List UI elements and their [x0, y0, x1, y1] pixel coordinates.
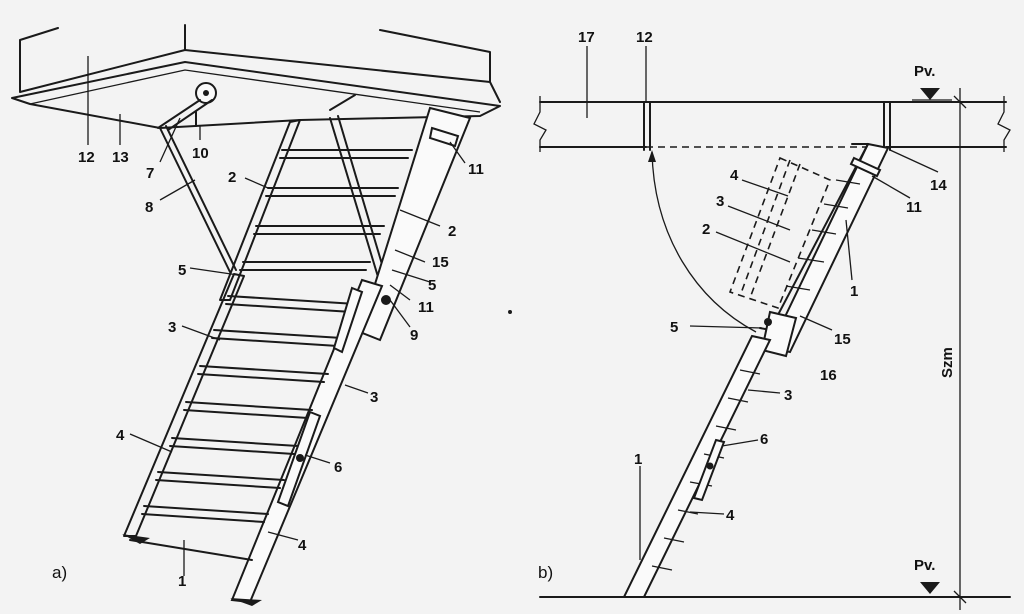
label-15: 15 — [432, 254, 449, 271]
label-9: 9 — [410, 327, 418, 344]
slab-break-left — [533, 96, 547, 152]
connector-plate-6 — [692, 438, 726, 502]
label-4-right: 4 — [298, 537, 307, 554]
support-rod-left — [159, 125, 237, 273]
slab-break-right — [997, 96, 1011, 152]
hinge-arm — [157, 99, 213, 131]
label-b-3-lower: 3 — [784, 387, 792, 404]
panel-b-caption: b) — [538, 563, 553, 582]
swing-arc — [651, 151, 757, 333]
joist-right — [883, 101, 891, 151]
panel-b-labels: 17 12 Pv. 4 3 2 14 11 1 5 15 16 3 6 4 1 … — [538, 29, 956, 582]
label-b-1-lower: 1 — [634, 451, 642, 468]
joist-left — [643, 101, 651, 151]
label-4-left: 4 — [116, 427, 125, 444]
label-b-15: 15 — [834, 331, 851, 348]
panel-b-leaders — [586, 46, 939, 560]
label-b-4: 4 — [730, 167, 739, 184]
label-8: 8 — [145, 199, 153, 216]
label-b-11: 11 — [906, 199, 922, 216]
dimension-line-szm — [953, 88, 967, 610]
label-11-mid: 11 — [418, 299, 434, 316]
ceiling-slab — [19, 24, 501, 103]
panel-b-drawing — [533, 46, 1011, 610]
upper-section-left-stringer — [219, 119, 301, 301]
label-b-6: 6 — [760, 431, 768, 448]
label-b-1-upper: 1 — [850, 283, 858, 300]
label-6: 6 — [334, 459, 342, 476]
label-b-2: 2 — [702, 221, 710, 238]
panel-a-leaders — [87, 56, 466, 576]
label-b-4-lower: 4 — [726, 507, 735, 524]
connector-pivot — [706, 462, 714, 470]
label-b-szm: Szm — [939, 347, 956, 378]
lower-steps — [129, 295, 357, 561]
label-b-14: 14 — [930, 177, 947, 194]
panel-a-caption: a) — [52, 563, 67, 582]
label-3-right: 3 — [370, 389, 378, 406]
label-5-right: 5 — [428, 277, 436, 294]
label-5-left: 5 — [178, 262, 186, 279]
frame-inner-edge — [29, 69, 481, 113]
upper-stringer-inner — [759, 143, 869, 331]
level-marker-bottom — [920, 582, 940, 594]
label-2-right: 2 — [448, 223, 456, 240]
label-b-3: 3 — [716, 193, 724, 210]
ceiling-opening-frame — [11, 61, 501, 129]
arc-arrowhead — [648, 150, 656, 162]
foot-right — [230, 598, 262, 606]
label-3-left: 3 — [168, 319, 176, 336]
upper-stringer — [768, 142, 890, 354]
label-10: 10 — [192, 145, 209, 162]
panel-a-labels: 12 13 7 10 8 2 2 11 15 5 5 11 9 3 3 4 4 … — [52, 145, 484, 590]
label-b-pv-top: Pv. — [914, 63, 935, 80]
label-2-left: 2 — [228, 169, 236, 186]
hinge-plate-5 — [332, 286, 364, 354]
level-marker-top — [920, 88, 940, 100]
pivot-9 — [381, 295, 391, 305]
upper-steps — [239, 149, 413, 271]
pivot-6 — [296, 454, 304, 462]
label-b-5: 5 — [670, 319, 678, 336]
label-b-12: 12 — [636, 29, 653, 46]
hinge-pivot-5 — [764, 318, 772, 326]
label-7: 7 — [146, 165, 154, 182]
upper-section-right-stringer — [358, 106, 472, 342]
label-b-16: 16 — [820, 367, 837, 384]
label-b-pv-bottom: Pv. — [914, 557, 935, 574]
label-12: 12 — [78, 149, 95, 166]
foot-left — [122, 534, 150, 544]
latch-plate-11 — [428, 126, 460, 148]
rod-top-bracket — [329, 94, 356, 111]
panel-a-drawing — [11, 24, 501, 606]
label-1: 1 — [178, 573, 186, 590]
lower-stringer — [622, 334, 772, 598]
label-b-17: 17 — [578, 29, 595, 46]
upper-steps-hidden — [785, 179, 861, 291]
label-11-top: 11 — [468, 161, 484, 178]
fixing-plate-11 — [849, 156, 882, 178]
divider-dot — [508, 310, 512, 314]
spring-hub — [203, 90, 209, 96]
folded-section-dashed — [728, 156, 832, 309]
label-13: 13 — [112, 149, 129, 166]
